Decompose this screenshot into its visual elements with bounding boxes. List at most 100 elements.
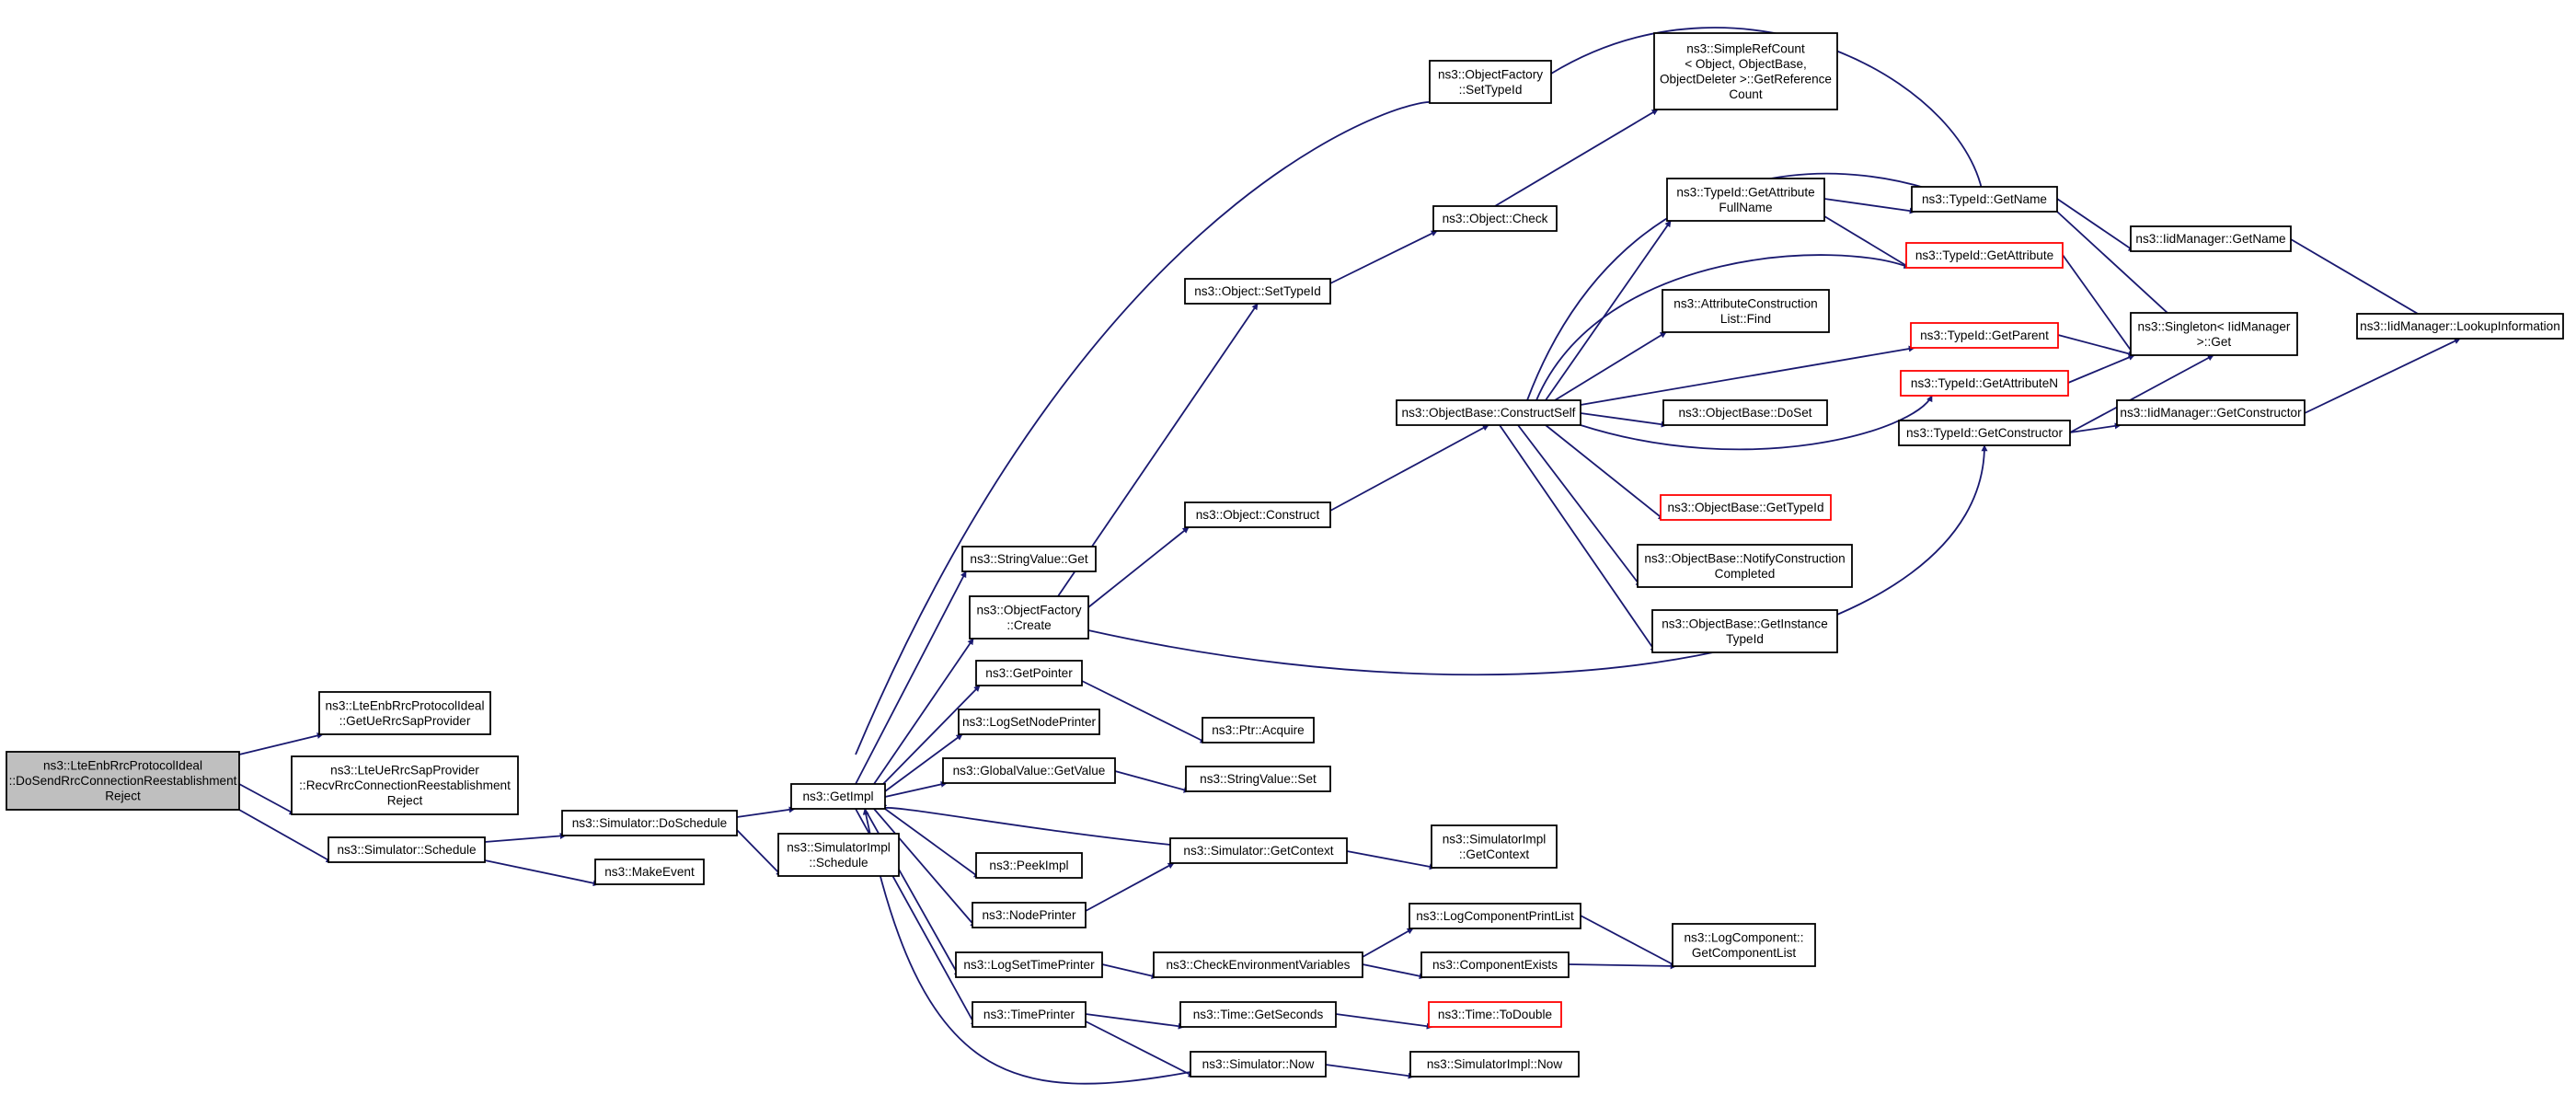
node-tid-get-parent[interactable]: ns3::TypeId::GetParent — [1910, 322, 2059, 349]
node-box — [1184, 278, 1331, 305]
call-edges — [238, 27, 2461, 1085]
node-label: TypeId — [1726, 632, 1764, 646]
node-schedule[interactable]: ns3::Simulator::Schedule — [328, 836, 486, 863]
node-sim-impl-get-context[interactable]: ns3::SimulatorImpl::GetContext — [1431, 824, 1558, 869]
node-root[interactable]: ns3::LteEnbRrcProtocolIdeal::DoSendRrcCo… — [6, 751, 240, 811]
node-log-time-printer[interactable]: ns3::LogSetTimePrinter — [955, 951, 1103, 978]
edge-get-impl-to-node-printer — [873, 808, 977, 928]
node-label: List::Find — [1720, 312, 1771, 326]
node-time-get-seconds[interactable]: ns3::Time::GetSeconds — [1179, 1001, 1337, 1028]
node-label: ::RecvRrcConnectionReestablishment — [299, 778, 511, 792]
node-tid-get-constructor[interactable]: ns3::TypeId::GetConstructor — [1898, 420, 2071, 446]
node-get-ue-rrc[interactable]: ns3::LteEnbRrcProtocolIdeal::GetUeRrcSap… — [318, 691, 491, 735]
node-label: ns3::SimulatorImpl::Now — [1427, 1057, 1562, 1071]
node-recv-rrc[interactable]: ns3::LteUeRrcSapProvider::RecvRrcConnect… — [291, 755, 519, 815]
node-simple-ref[interactable]: ns3::SimpleRefCount< Object, ObjectBase,… — [1653, 32, 1838, 110]
node-construct[interactable]: ns3::Object::Construct — [1184, 501, 1331, 528]
node-get-impl[interactable]: ns3::GetImpl — [790, 783, 886, 810]
node-time-to-double[interactable]: ns3::Time::ToDouble — [1428, 1001, 1562, 1028]
node-do-schedule[interactable]: ns3::Simulator::DoSchedule — [561, 810, 738, 836]
node-log-comp-get-list[interactable]: ns3::LogComponent::GetComponentList — [1672, 923, 1816, 967]
node-label: Completed — [1715, 567, 1776, 581]
node-sim-impl-now[interactable]: ns3::SimulatorImpl::Now — [1409, 1051, 1580, 1078]
node-peek-impl[interactable]: ns3::PeekImpl — [975, 852, 1083, 879]
node-log-node-printer[interactable]: ns3::LogSetNodePrinter — [958, 709, 1100, 735]
node-obj-set-type-id[interactable]: ns3::Object::SetTypeId — [1184, 278, 1331, 305]
node-box — [1432, 205, 1558, 232]
node-label: ns3::IidManager::LookupInformation — [2360, 319, 2560, 333]
node-label: ::Create — [1006, 618, 1051, 632]
node-of-create[interactable]: ns3::ObjectFactory::Create — [969, 595, 1089, 640]
node-box — [1905, 242, 2064, 269]
node-check-env[interactable]: ns3::CheckEnvironmentVariables — [1153, 951, 1363, 978]
node-box — [1184, 501, 1331, 528]
node-box — [955, 951, 1103, 978]
node-box — [972, 902, 1087, 928]
node-box — [975, 852, 1083, 879]
node-ptr-acquire[interactable]: ns3::Ptr::Acquire — [1202, 717, 1315, 743]
edge-time-get-seconds-to-time-to-double — [1335, 1013, 1433, 1030]
node-label: ns3::Time::GetSeconds — [1193, 1008, 1324, 1021]
edge-tid-get-constructor-to-singleton — [2069, 354, 2214, 433]
node-label: ::GetContext — [1459, 847, 1530, 861]
node-log-comp-print[interactable]: ns3::LogComponentPrintList — [1409, 903, 1581, 929]
node-sim-now[interactable]: ns3::Simulator::Now — [1190, 1051, 1327, 1078]
node-do-set[interactable]: ns3::ObjectBase::DoSet — [1662, 399, 1828, 426]
node-string-get[interactable]: ns3::StringValue::Get — [961, 546, 1097, 572]
node-iid-get-constructor[interactable]: ns3::IidManager::GetConstructor — [2116, 399, 2306, 426]
node-global-get[interactable]: ns3::GlobalValue::GetValue — [942, 757, 1116, 784]
node-of-set-type-id[interactable]: ns3::ObjectFactory::SetTypeId — [1429, 60, 1552, 104]
node-tid-get-name[interactable]: ns3::TypeId::GetName — [1911, 186, 2058, 213]
node-singleton[interactable]: ns3::Singleton< IidManager>::Get — [2130, 312, 2298, 356]
node-label: ::GetUeRrcSapProvider — [339, 714, 471, 728]
node-sim-impl-sched[interactable]: ns3::SimulatorImpl::Schedule — [777, 833, 900, 877]
edge-do-schedule-to-get-impl — [736, 806, 796, 818]
node-label: ns3::Simulator::Schedule — [337, 843, 476, 857]
node-label: ns3::ObjectBase::NotifyConstruction — [1644, 551, 1845, 565]
node-box — [942, 757, 1116, 784]
edge-log-time-printer-to-check-env — [1101, 963, 1158, 979]
node-node-printer[interactable]: ns3::NodePrinter — [972, 902, 1087, 928]
edge-sim-get-context-to-get-impl — [880, 801, 1171, 846]
node-box — [2130, 312, 2298, 356]
edge-construct-self-to-notify-constr — [1517, 424, 1642, 588]
node-comp-exists[interactable]: ns3::ComponentExists — [1420, 951, 1570, 978]
node-label: ns3::Singleton< IidManager — [2138, 319, 2291, 333]
node-tid-get-attr-n[interactable]: ns3::TypeId::GetAttributeN — [1900, 370, 2069, 397]
node-tid-get-attr[interactable]: ns3::TypeId::GetAttribute — [1905, 242, 2064, 269]
node-label: ns3::LogComponent:: — [1685, 930, 1804, 944]
node-label: ns3::NodePrinter — [982, 908, 1075, 922]
node-box — [1911, 186, 2058, 213]
node-label: ns3::ObjectBase::ConstructSelf — [1402, 406, 1576, 420]
node-box — [1651, 609, 1838, 653]
node-construct-self[interactable]: ns3::ObjectBase::ConstructSelf — [1396, 399, 1581, 426]
node-string-set[interactable]: ns3::StringValue::Set — [1185, 766, 1331, 792]
node-label: ns3::MakeEvent — [604, 865, 695, 879]
node-ob-get-type-id[interactable]: ns3::ObjectBase::GetTypeId — [1660, 494, 1832, 521]
node-label: ns3::LogSetNodePrinter — [962, 715, 1097, 729]
node-iid-get-name[interactable]: ns3::IidManager::GetName — [2130, 225, 2292, 252]
node-make-event[interactable]: ns3::MakeEvent — [594, 859, 705, 885]
node-box — [1409, 903, 1581, 929]
node-label: ns3::AttributeConstruction — [1673, 296, 1817, 310]
node-box — [1185, 766, 1331, 792]
node-get-pointer[interactable]: ns3::GetPointer — [975, 660, 1083, 686]
node-label: ns3::TimePrinter — [983, 1008, 1075, 1021]
node-iid-lookup[interactable]: ns3::IidManager::LookupInformation — [2356, 313, 2564, 340]
node-label: ns3::LteUeRrcSapProvider — [330, 764, 479, 778]
node-time-printer[interactable]: ns3::TimePrinter — [972, 1001, 1087, 1028]
node-box — [1428, 1001, 1562, 1028]
edge-time-printer-to-sim-now — [1085, 1020, 1195, 1078]
node-box — [2356, 313, 2564, 340]
edge-construct-self-to-tid-get-attr — [1535, 254, 1911, 401]
edge-of-set-type-id-to-tid-get-name — [1550, 27, 1988, 213]
node-notify-constr[interactable]: ns3::ObjectBase::NotifyConstructionCompl… — [1637, 544, 1853, 588]
edge-construct-to-construct-self — [1329, 424, 1489, 512]
node-sim-get-context[interactable]: ns3::Simulator::GetContext — [1169, 837, 1348, 864]
node-obj-check[interactable]: ns3::Object::Check — [1432, 205, 1558, 232]
node-box — [1202, 717, 1315, 743]
node-box — [1672, 923, 1816, 967]
